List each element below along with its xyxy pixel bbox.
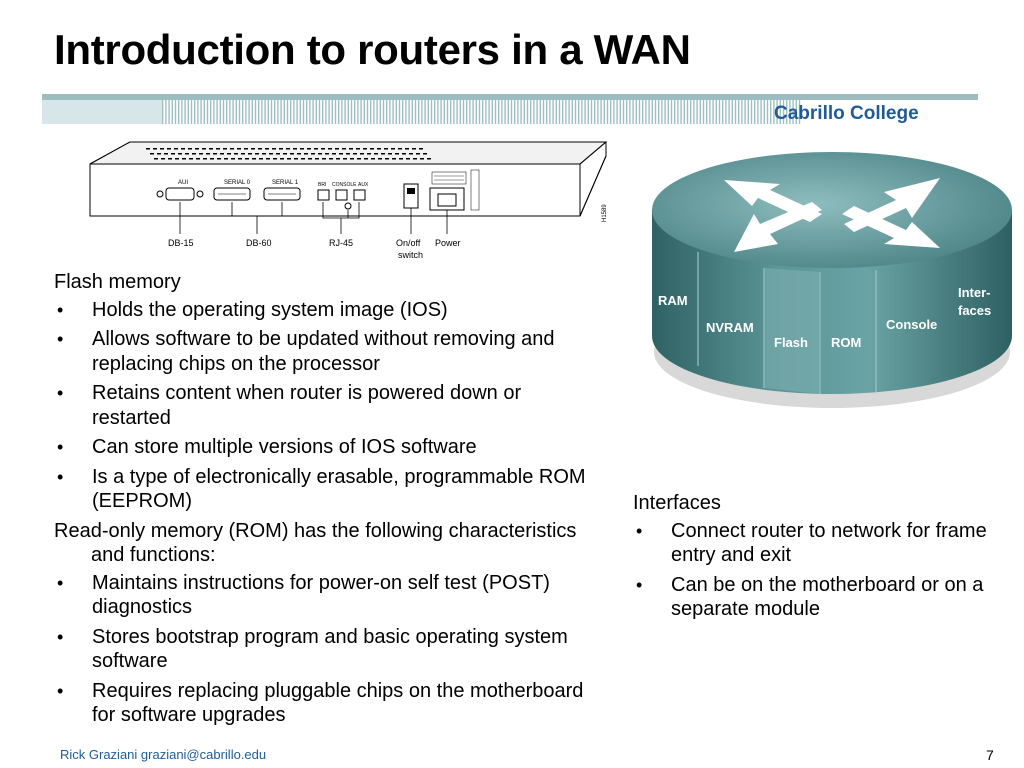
left-content: Flash memory •Holds the operating system… [54,270,599,733]
cyl-label-ram: RAM [658,293,688,308]
rj45-port-bri [317,189,330,201]
interfaces-heading: Interfaces [633,492,721,514]
label-power: Power [435,238,461,248]
list-item: •Stores bootstrap program and basic oper… [57,625,568,673]
flash-bullet-list: •Holds the operating system image (IOS) … [54,298,599,514]
router-component-cylinder-figure: RAM NVRAM Flash ROM Console Inter- faces [652,152,1012,408]
rj45-port-aux [353,189,366,201]
header-band [42,94,978,124]
list-item: •Connect router to network for frame ent… [636,519,987,567]
cyl-label-console: Console [886,317,937,332]
list-item: •Is a type of electronically erasable, p… [57,465,586,513]
list-item: •Retains content when router is powered … [57,382,522,429]
rom-bullet-list: •Maintains instructions for power-on sel… [54,571,599,728]
rom-heading: Read-only memory (ROM) has the following… [54,519,577,567]
rj45-port-console [335,189,348,201]
list-item: •Maintains instructions for power-on sel… [57,571,550,619]
cyl-label-rom: ROM [831,335,861,350]
panel-label-aux: AUX [358,182,369,188]
slide-title: Introduction to routers in a WAN [54,26,691,73]
list-item: •Holds the operating system image (IOS) [57,298,448,321]
label-db15: DB-15 [168,238,194,248]
right-content: Interfaces •Connect router to network fo… [633,491,993,627]
panel-label-console: CONSOLE [332,182,357,188]
panel-label-serial0: SERIAL 0 [224,180,251,186]
cyl-label-interfaces-2: faces [958,303,991,318]
db15-port [165,187,195,201]
figure-id: H1589 [602,204,608,222]
cyl-label-interfaces-1: Inter- [958,285,991,300]
list-item: •Can store multiple versions of IOS soft… [57,436,477,458]
flash-heading: Flash memory [54,271,181,293]
list-item: •Requires replacing pluggable chips on t… [57,679,584,727]
list-item: •Allows software to be updated without r… [57,328,555,375]
panel-label-bri: BRI [318,182,326,188]
cyl-label-nvram: NVRAM [706,320,754,335]
panel-label-serial1: SERIAL 1 [272,180,299,186]
panel-label-aui: AUI [178,180,188,186]
cyl-label-flash: Flash [774,335,808,350]
brand-logo-text: Cabrillo College [774,103,919,124]
label-onoff: On/off [396,238,421,248]
router-rear-panel-figure: AUI SERIAL 0 SERIAL 1 BRI CONSOLE AUX H1… [89,141,608,260]
interfaces-bullet-list: •Connect router to network for frame ent… [633,519,993,622]
label-db60: DB-60 [246,238,272,248]
page-number: 7 [986,747,994,763]
power-switch [403,183,419,209]
label-switch: switch [398,250,423,260]
list-item: •Can be on the motherboard or on a separ… [636,573,984,621]
label-rj45: RJ-45 [329,238,353,248]
footer-author: Rick Graziani graziani@cabrillo.edu [60,747,267,762]
